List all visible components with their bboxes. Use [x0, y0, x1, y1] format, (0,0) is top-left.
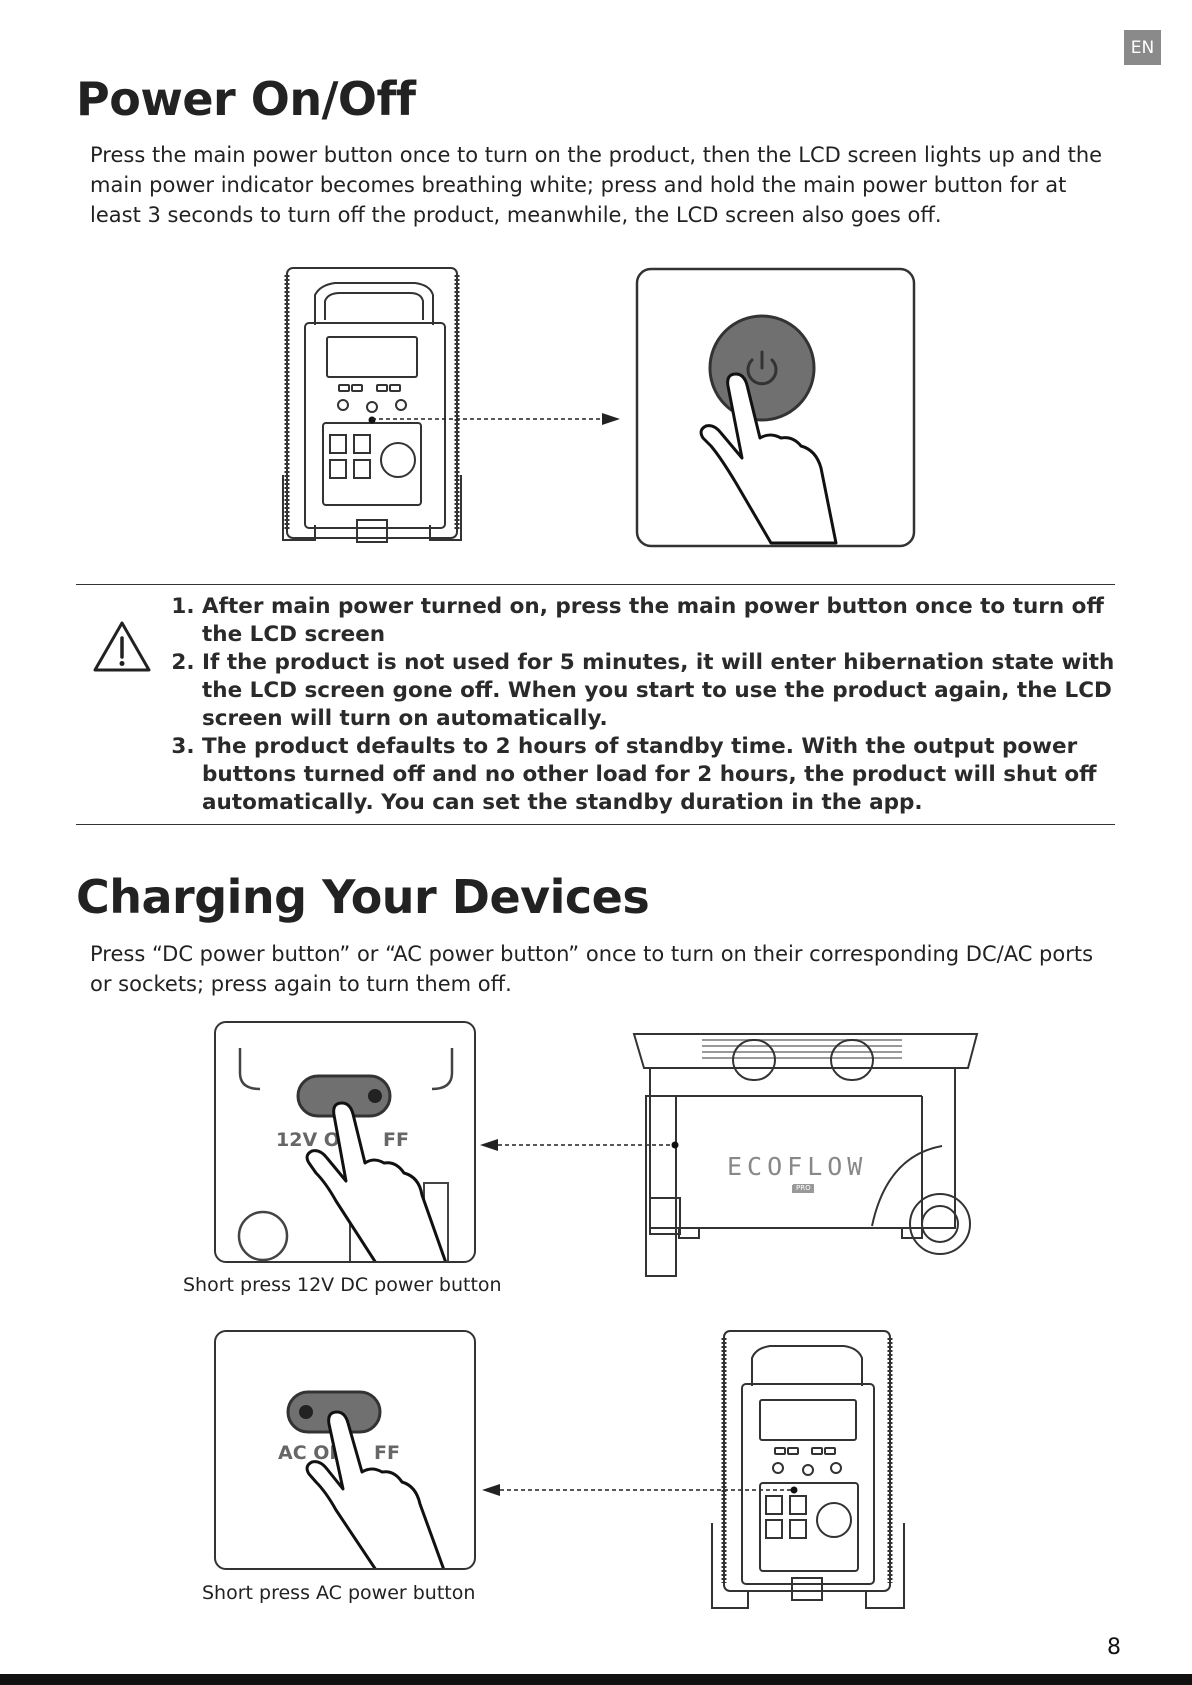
- power-description: Press the main power button once to turn…: [90, 143, 1103, 227]
- language-badge: EN: [1124, 30, 1161, 65]
- ac-caption: Short press AC power button: [202, 1582, 476, 1604]
- notice-item: The product defaults to 2 hours of stand…: [202, 733, 1122, 817]
- power-station-front-illustration-ac: [711, 1330, 905, 1609]
- page-title-power: Power On/Off: [76, 72, 416, 126]
- page-title-charging: Charging Your Devices: [76, 870, 650, 924]
- ac-button-label: AC ON: [278, 1442, 346, 1464]
- brand-badge: PRO: [793, 1184, 814, 1192]
- hand-pointer-icon: [305, 1101, 447, 1261]
- dc-button-closeup: 12V ON FF: [214, 1021, 476, 1263]
- hand-pointer-icon: [305, 1410, 445, 1568]
- pointer-arrow: [482, 1484, 792, 1496]
- warning-icon: [93, 621, 151, 672]
- pointer-arrow: [372, 413, 620, 425]
- hand-pointer-icon: [699, 372, 838, 545]
- dc-button-label: 12V ON: [276, 1129, 356, 1151]
- power-icon: [746, 350, 778, 386]
- notice-list: After main power turned on, press the ma…: [172, 593, 1122, 817]
- page-number: 8: [1107, 1635, 1121, 1660]
- charging-description: Press “DC power button” or “AC power but…: [90, 942, 1094, 996]
- bottom-bar: [0, 1674, 1192, 1685]
- dc-caption: Short press 12V DC power button: [183, 1274, 502, 1296]
- power-button-closeup: [635, 267, 916, 548]
- brand-logo: ECOFLOW: [727, 1152, 868, 1181]
- notice-item: If the product is not used for 5 minutes…: [202, 649, 1122, 733]
- dc-button-label-tail: FF: [383, 1129, 409, 1151]
- ac-button-label-tail: FF: [374, 1442, 400, 1464]
- notice-box: After main power turned on, press the ma…: [76, 584, 1115, 825]
- notice-item: After main power turned on, press the ma…: [202, 593, 1122, 649]
- power-station-side-illustration: [632, 1033, 979, 1277]
- ac-button-closeup: AC ON FF: [214, 1330, 476, 1570]
- power-station-front-illustration: [282, 267, 462, 543]
